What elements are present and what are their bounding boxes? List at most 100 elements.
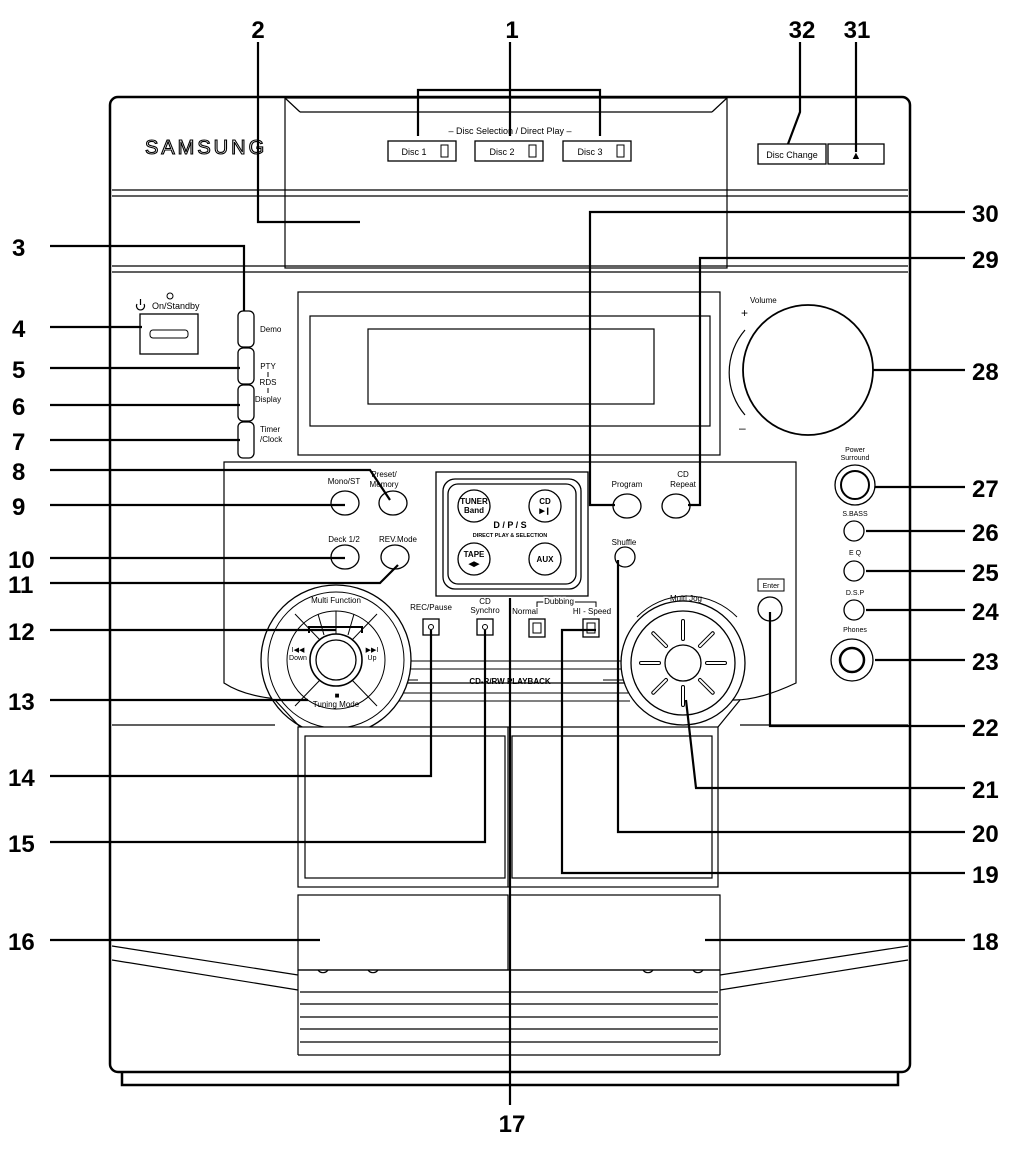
timer-label: Timer — [260, 425, 280, 434]
callout-5: 5 — [12, 357, 25, 384]
callout-21: 21 — [972, 777, 999, 804]
callout-15: 15 — [8, 831, 35, 858]
memory-label: Memory — [370, 480, 399, 489]
cd-repeat-button[interactable] — [661, 493, 691, 519]
preset-memory-button[interactable] — [378, 490, 408, 516]
power-icon — [135, 299, 146, 311]
normal-label: Normal — [512, 607, 538, 616]
callout-29: 29 — [972, 247, 999, 274]
callout-32: 32 — [789, 17, 816, 44]
jog-spoke-inner — [652, 632, 667, 647]
callout-25: 25 — [972, 560, 999, 587]
preset-label: Preset/ — [371, 470, 397, 479]
callout-3: 3 — [12, 235, 25, 262]
on-standby-button[interactable] — [139, 313, 199, 355]
tape-button[interactable]: TAPE ◀▶ — [457, 542, 491, 576]
rds-display-button[interactable] — [237, 384, 255, 422]
jog-spoke-inner — [652, 679, 667, 694]
tray-grille — [395, 660, 630, 702]
callout-17: 17 — [499, 1111, 526, 1138]
callout-27: 27 — [972, 476, 999, 503]
callout-16: 16 — [8, 929, 35, 956]
band-label: Band — [464, 506, 484, 515]
display-label: Display — [255, 395, 281, 404]
cd-play-pause-button[interactable]: CD ▶❙ — [528, 489, 562, 523]
callout-lines — [50, 42, 965, 1105]
down-label: Down — [289, 655, 307, 662]
callout-19: 19 — [972, 862, 999, 889]
tuning-mode-label: Tuning Mode — [313, 700, 360, 709]
dsp-button[interactable] — [843, 599, 865, 621]
callout-1: 1 — [505, 17, 518, 44]
power-surround-button[interactable] — [834, 464, 876, 506]
dubbing-normal-button[interactable] — [528, 618, 546, 638]
callout-18: 18 — [972, 929, 999, 956]
dubbing-label: Dubbing — [544, 597, 574, 606]
callout-22: 22 — [972, 715, 999, 742]
dubbing-hi-speed-button[interactable] — [582, 618, 600, 638]
cd-label: CD — [539, 497, 551, 506]
cd-repeat-label-2: Repeat — [670, 480, 697, 489]
dsp-label: D.S.P — [846, 590, 865, 597]
cd-repeat-label-1: CD — [677, 470, 689, 479]
pty-rds-button[interactable] — [237, 347, 255, 385]
dps-subtitle: DIRECT PLAY & SELECTION — [473, 533, 548, 539]
disc-change-label: Disc Change — [766, 150, 818, 160]
display-window — [297, 291, 721, 456]
rds-label: RDS — [260, 378, 277, 387]
program-button[interactable] — [612, 493, 642, 519]
power-surround-label-2: Surround — [841, 455, 870, 462]
disc-1-led — [440, 144, 449, 158]
disc-2-button[interactable]: Disc 2 — [474, 140, 544, 162]
tape-direction-icon: ◀▶ — [468, 561, 480, 568]
callout-6: 6 — [12, 394, 25, 421]
demo-button[interactable] — [237, 310, 255, 348]
eq-label: E Q — [849, 550, 862, 557]
callout-8: 8 — [12, 459, 25, 486]
eq-button[interactable] — [843, 560, 865, 582]
aux-button[interactable]: AUX — [528, 542, 562, 576]
callout-12: 12 — [8, 619, 35, 646]
skip-forward-icon: ▶▶I — [366, 647, 379, 654]
timer-clock-button[interactable] — [237, 421, 255, 459]
rev-mode-button[interactable] — [380, 544, 410, 570]
jog-spokes — [639, 619, 727, 707]
disc-2-label: Disc 2 — [489, 147, 514, 157]
dps-title: D / P / S — [493, 520, 526, 530]
callout-numbers: 1 2 3 4 5 6 7 8 9 10 11 12 13 14 15 16 1… — [8, 17, 999, 1138]
multi-jog-dial[interactable] — [620, 600, 746, 726]
disc-change-button[interactable]: Disc Change — [757, 143, 827, 165]
jog-spoke-inner — [699, 632, 714, 647]
skip-back-icon: I◀◀ — [292, 647, 305, 654]
volume-plus: + — [741, 306, 748, 320]
enter-button[interactable]: Enter — [757, 578, 785, 622]
s-bass-button[interactable] — [843, 520, 865, 542]
phones-label: Phones — [843, 627, 867, 634]
deck-label: Deck 1/2 — [328, 535, 360, 544]
disc-3-led — [616, 144, 625, 158]
tuner-label: TUNER — [460, 497, 488, 506]
shuffle-label: Shuffle — [612, 538, 637, 547]
cd-synchro-label-2: Synchro — [470, 606, 500, 615]
disc-3-label: Disc 3 — [577, 147, 602, 157]
phones-jack[interactable] — [830, 638, 874, 682]
on-standby-label: On/Standby — [152, 301, 200, 311]
callout-14: 14 — [8, 765, 35, 792]
volume-knob[interactable] — [742, 304, 874, 436]
mono-st-button[interactable] — [330, 490, 360, 516]
disc-3-button[interactable]: Disc 3 — [562, 140, 632, 162]
callout-11: 11 — [8, 572, 33, 599]
tuner-band-button[interactable]: TUNER Band — [457, 489, 491, 523]
demo-label: Demo — [260, 325, 282, 334]
callout-10: 10 — [8, 547, 35, 574]
shuffle-button[interactable] — [614, 546, 636, 568]
play-pause-icon: ▶❙ — [538, 507, 550, 515]
callout-9: 9 — [12, 494, 25, 521]
eject-icon: ▲ — [851, 150, 862, 162]
multi-function-dial[interactable] — [260, 584, 412, 736]
dubbing-bracket — [536, 601, 597, 607]
rev-mode-label: REV.Mode — [379, 535, 418, 544]
multi-jog-arc — [636, 595, 738, 618]
disc-1-button[interactable]: Disc 1 — [387, 140, 457, 162]
